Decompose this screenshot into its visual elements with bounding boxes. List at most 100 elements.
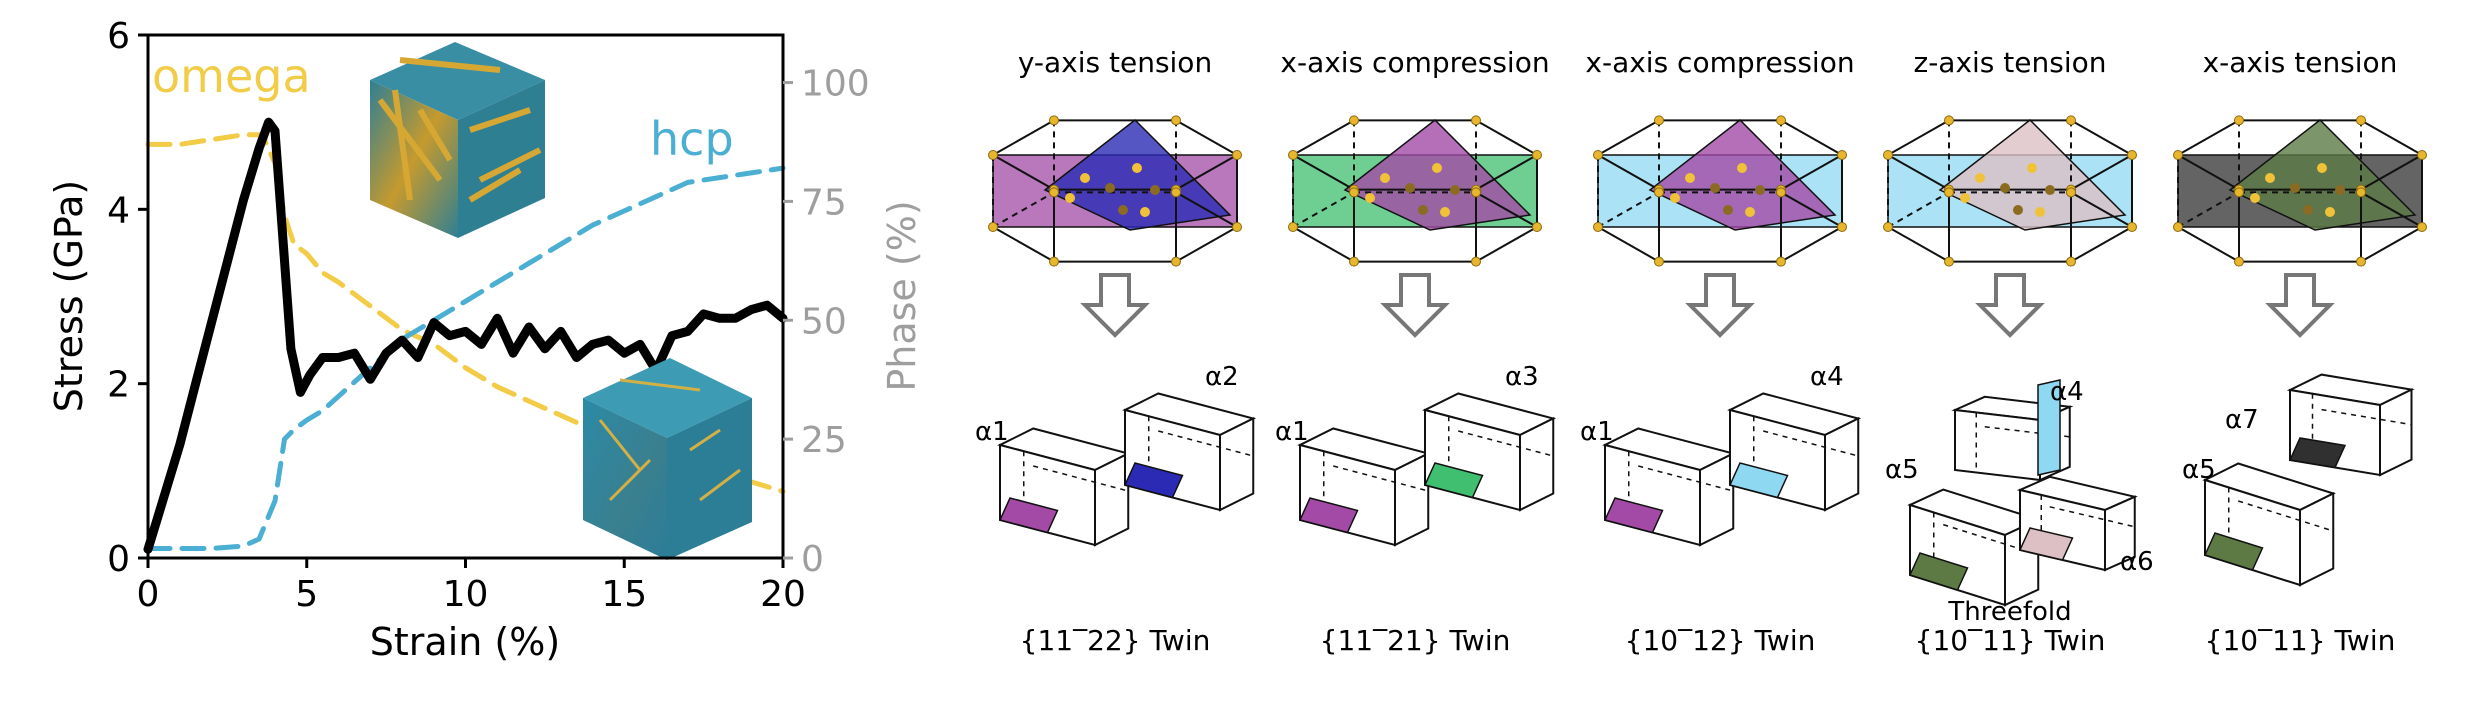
hcp-microstructure-cube (583, 358, 752, 560)
prism-edge (1780, 119, 1843, 156)
lattice-atom (1723, 205, 1733, 215)
prism-edge (2360, 154, 2423, 191)
x-axis-label: Strain (%) (370, 620, 560, 664)
lattice-atom (1440, 207, 1450, 217)
lattice-atom (1349, 187, 1359, 198)
lattice-atom (2013, 205, 2023, 215)
lattice-atom (1171, 256, 1181, 267)
cell-face (1824, 416, 1860, 512)
legend-omega-label: omega (152, 49, 311, 103)
transform-arrow-icon (1975, 273, 2045, 338)
alpha-label: α5 (1885, 455, 1919, 485)
prism-edge (1175, 191, 1238, 228)
twin-plane-b (1043, 119, 1232, 231)
alpha-label: α7 (2225, 405, 2259, 435)
prism-edge (1597, 154, 1660, 191)
x-tick-label: 0 (137, 574, 160, 615)
lattice-atom (1944, 256, 1954, 267)
twin-boundary-face (1728, 462, 1789, 499)
twin-boundary-face (1123, 462, 1184, 499)
lattice-atom (2066, 115, 2076, 126)
twin-cell-right (2016, 475, 2138, 572)
lattice-atom (1349, 256, 1359, 267)
twin-caption: {10‾11} Twin (2205, 624, 2396, 657)
lattice-atom (1288, 150, 1298, 160)
lattice-atom (2356, 115, 2366, 126)
twin-caption: {10‾12} Twin (1625, 624, 1816, 657)
twin-boundary-face (1603, 497, 1664, 534)
prism-edge (1597, 191, 1660, 228)
cell-inner-edge (1158, 430, 1254, 457)
cell-face (2379, 387, 2413, 477)
prism-edge (1475, 191, 1538, 228)
lattice-atom (2127, 222, 2137, 232)
lattice-atom (1837, 150, 1847, 160)
cell-inner-edge (1763, 430, 1859, 457)
lattice-atom (2066, 187, 2076, 198)
lattice-atom (1532, 222, 1542, 232)
alpha-label: α4 (2050, 377, 2084, 407)
lattice-atom (2317, 163, 2327, 173)
lattice-atom (2173, 222, 2183, 232)
lattice-atom (1418, 205, 1428, 215)
lattice-atom (2000, 183, 2010, 193)
lattice-atom (1776, 256, 1786, 267)
lattice-atom (1471, 115, 1481, 126)
alpha-label: α4 (1810, 362, 1844, 392)
legend-hcp-label: hcp (650, 112, 734, 166)
lattice-atom (2356, 256, 2366, 267)
lattice-atom (1737, 163, 1747, 173)
lattice-atom (2173, 150, 2183, 160)
prism-edge (2070, 154, 2133, 191)
twin-caption: {11‾22} Twin (1020, 624, 1211, 657)
y2-tick-label: 25 (801, 420, 847, 461)
twin-cell-right (1122, 392, 1257, 512)
transform-arrow-icon (2265, 273, 2335, 338)
alpha-label: α2 (1205, 362, 1239, 392)
lattice-atom (1670, 193, 1680, 203)
series-line-stress (143, 117, 788, 554)
prism-edge (2177, 191, 2240, 228)
prism-edge (1597, 119, 1660, 156)
twin-cell-left (1297, 427, 1432, 547)
prism-edge (1292, 119, 1355, 156)
panel-title: x-axis compression (1585, 46, 1854, 79)
cell-face (2299, 491, 2335, 587)
lattice-atom (2234, 256, 2244, 267)
lattice-atom (2234, 187, 2244, 198)
lattice-atom (2417, 222, 2427, 232)
prism-edge (2177, 154, 2240, 191)
cell-face (1954, 408, 2041, 482)
twin-boundary-face (998, 497, 1059, 534)
twin-plane-b (1648, 119, 1837, 231)
twin-cell-left (997, 427, 1132, 547)
transform-arrow-icon (1685, 273, 1755, 338)
lattice-atom (1365, 193, 1375, 203)
lattice-atom (2250, 193, 2260, 203)
lattice-atom (1140, 207, 1150, 217)
lattice-atom (1710, 183, 1720, 193)
lattice-atom (1432, 163, 1442, 173)
prism-edge (2360, 191, 2423, 228)
lattice-atom (2356, 187, 2366, 198)
lattice-atom (1065, 193, 1075, 203)
series-line-hcp (145, 165, 786, 551)
twin-plane-b (1343, 119, 1532, 231)
lattice-atom (1232, 150, 1242, 160)
lattice-atom (1471, 256, 1481, 267)
twin-cell-left (1602, 427, 1737, 547)
lattice-atom (2335, 185, 2345, 195)
lattice-atom (1532, 150, 1542, 160)
x-tick-label: 15 (601, 574, 647, 615)
prism-edge (1887, 226, 1950, 263)
prism-edge (1887, 119, 1950, 156)
lattice-atom (1049, 115, 1059, 126)
lattice-atom (1944, 115, 1954, 126)
lattice-atom (1105, 183, 1115, 193)
cell-inner-edge (2049, 506, 2135, 528)
twin-cell-top (2286, 373, 2415, 477)
prism-edge (2177, 119, 2240, 156)
lattice-atom (1171, 187, 1181, 198)
